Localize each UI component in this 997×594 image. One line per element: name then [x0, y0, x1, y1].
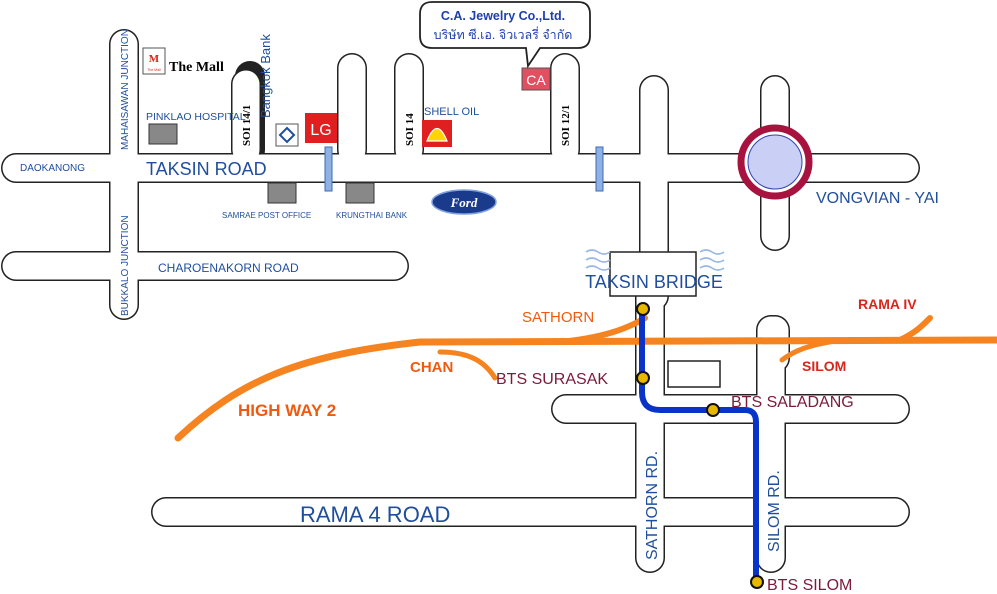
bangkok-bank-logo: [275, 123, 299, 147]
bts-saladang-marker: [706, 403, 720, 417]
rama-4-road-label: RAMA 4 ROAD: [300, 502, 450, 527]
bts-saladang-label: BTS SALADANG: [731, 394, 854, 411]
krungthai-bank-label: KRUNGTHAI BANK: [336, 211, 408, 220]
bridge-water-waves: [585, 249, 725, 271]
silom-rd-label: SILOM RD.: [766, 470, 783, 552]
chan-ramp: [437, 349, 498, 381]
bts-silom-line: [639, 308, 759, 580]
bangkok-bank-icon: [278, 126, 296, 144]
samrae-post-office-building: [267, 182, 297, 204]
mahaisawan-junction-label: MAHAISAWAN JUNCTION: [120, 29, 131, 150]
soi-14-label: SOI 14: [404, 113, 416, 146]
daokanong-label: DAOKANONG: [20, 163, 85, 174]
the-mall-logo-mark: M: [149, 53, 160, 65]
soi-12-1-label: SOI 12/1: [560, 105, 572, 146]
lg-label: LG: [310, 122, 331, 139]
taksin-bridge-label: TAKSIN BRIDGE: [585, 272, 723, 292]
rama-iv-expressway-label: RAMA IV: [858, 296, 917, 312]
silom-ramp: [779, 338, 838, 363]
silom-expressway-label: SILOM: [802, 358, 846, 374]
sathorn-pier-station-marker: [636, 302, 650, 316]
ca-label: CA: [526, 72, 546, 88]
sathorn-expressway-label: SATHORN: [522, 309, 594, 326]
rama-iv-ramp: [897, 315, 933, 343]
taksin-bridge-deck: [609, 251, 697, 297]
bts-silom-marker: [750, 575, 764, 589]
the-mall-logo: [142, 47, 166, 75]
samrae-post-office-label: SAMRAE POST OFFICE: [222, 211, 311, 220]
canal-bridge-2: [595, 146, 604, 192]
sathorn-ramp: [557, 315, 648, 345]
krungthai-bank-building: [345, 182, 375, 204]
bts-surasak-marker: [636, 371, 650, 385]
the-mall-logo-text: The Mall: [147, 68, 161, 72]
callout-company-th: บริษัท ซี.เอ. จิวเวลรี่ จำกัด: [434, 26, 573, 42]
building-block: [667, 360, 721, 388]
highway-2-label: HIGH WAY 2: [238, 401, 336, 420]
charoenakorn-road-label: CHAROENAKORN ROAD: [158, 261, 299, 275]
company-callout-bubble: [419, 1, 591, 69]
ca-logo: [521, 67, 551, 91]
bangkok-bank-label: Bangkok Bank: [258, 34, 273, 118]
canal-bridge-1: [324, 146, 333, 192]
shell-icon: [426, 127, 448, 142]
soi-14-1-label: SOI 14/1: [241, 105, 253, 146]
pinklao-hospital-building: [148, 123, 178, 145]
vongvian-yai-label: VONGVIAN - YAI: [816, 190, 939, 207]
bts-silom-label: BTS SILOM: [767, 577, 852, 594]
callout-company-en: C.A. Jewelry Co.,Ltd.: [441, 9, 565, 23]
chan-expressway-label: CHAN: [410, 359, 453, 376]
the-mall-label: The Mall: [169, 60, 224, 75]
bukkalo-junction-label: BUKKALO JUNCTION: [120, 215, 131, 316]
highway-2-curve: [174, 336, 997, 442]
sathorn-rd-label: SATHORN RD.: [644, 451, 661, 560]
bts-stations: [636, 302, 764, 589]
vongvian-yai-roundabout-center: [747, 134, 803, 190]
ford-label: Ford: [450, 195, 478, 210]
ford-logo: [431, 189, 497, 215]
bts-surasak-label: BTS SURASAK: [496, 371, 608, 388]
shell-oil-label: SHELL OIL: [424, 106, 479, 118]
expressway-lines: [174, 315, 997, 442]
taksin-road-label: TAKSIN ROAD: [146, 159, 267, 179]
lg-logo: [305, 113, 337, 143]
pinklao-hospital-label: PINKLAO HOSPITAL: [146, 111, 246, 123]
